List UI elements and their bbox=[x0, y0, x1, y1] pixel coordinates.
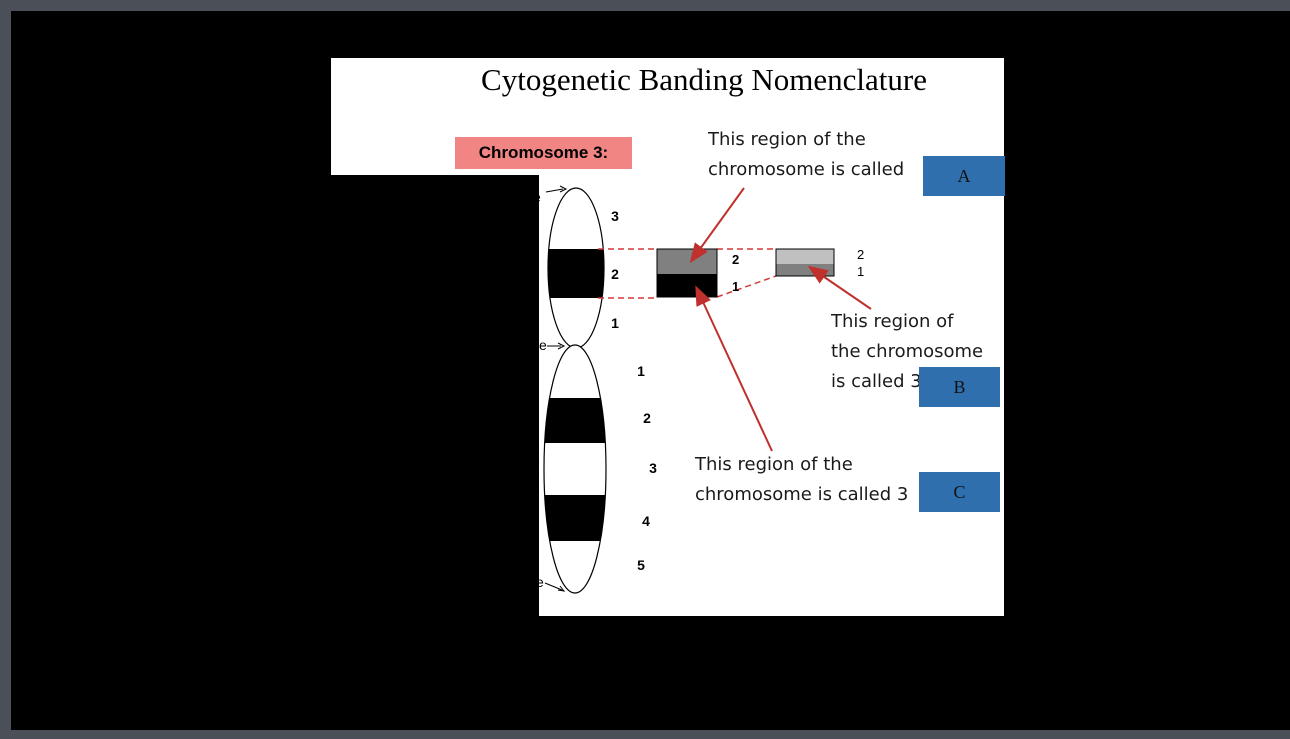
expansion-dashed-lines bbox=[598, 248, 777, 299]
q-band-number: 5 bbox=[637, 557, 645, 573]
p-band-number: 2 bbox=[611, 266, 619, 282]
question-b-text: This region of the chromosome is called … bbox=[831, 307, 983, 397]
question-b-line: This region of bbox=[831, 311, 954, 332]
sub-band-2 bbox=[657, 249, 717, 274]
sub-band-number: 1 bbox=[732, 279, 740, 294]
q-band-number: 2 bbox=[643, 410, 651, 426]
arrow-to-region-c bbox=[695, 285, 773, 452]
edge-mark-top: e bbox=[533, 189, 541, 205]
slide-title-area bbox=[331, 58, 1004, 175]
q-arm-band-2-dark bbox=[544, 398, 606, 443]
answer-box-a[interactable]: A bbox=[923, 156, 1005, 196]
question-c-line: This region of the bbox=[695, 454, 853, 475]
sub-band-1 bbox=[657, 274, 717, 297]
question-c-line: chromosome is called 3 bbox=[695, 484, 909, 505]
slide-title: Cytogenetic Banding Nomenclature bbox=[481, 62, 927, 97]
p-band-number: 1 bbox=[611, 315, 619, 331]
arrow-to-region-a bbox=[689, 187, 745, 264]
q-band-number: 4 bbox=[642, 513, 650, 529]
p-arm bbox=[547, 187, 605, 349]
sub-band-number: 2 bbox=[732, 252, 740, 267]
sub-sub-band-1 bbox=[776, 264, 834, 276]
question-a-text: This region of the chromosome is called bbox=[708, 125, 904, 185]
q-arm-band-4-dark bbox=[544, 495, 606, 541]
q-arm bbox=[543, 344, 607, 594]
question-a-line: chromosome is called bbox=[708, 159, 905, 180]
sub-sub-band-number: 1 bbox=[857, 264, 865, 279]
region-pointer-arrows bbox=[689, 187, 872, 452]
p-arm-band-2-dark bbox=[548, 249, 604, 298]
sub-sub-band-2 bbox=[776, 249, 834, 264]
answer-box-b[interactable]: B bbox=[919, 367, 1000, 407]
question-a-line: This region of the bbox=[708, 129, 866, 150]
edge-pointer-arrows bbox=[544, 185, 568, 592]
p-band-number: 3 bbox=[611, 208, 619, 224]
question-b-line: is called 3 bbox=[831, 371, 922, 392]
q-band-number: 3 bbox=[649, 460, 657, 476]
edge-mark-bottom: e bbox=[536, 574, 544, 590]
edge-mark-middle: e bbox=[539, 337, 547, 353]
chromosome-label: Chromosome 3: bbox=[455, 137, 632, 169]
sub-sub-band-block bbox=[775, 248, 835, 277]
answer-box-c[interactable]: C bbox=[919, 472, 1000, 512]
sub-sub-band-number: 2 bbox=[857, 247, 865, 262]
q-band-number: 1 bbox=[637, 363, 645, 379]
question-b-line: the chromosome bbox=[831, 341, 984, 362]
arrow-to-region-b bbox=[807, 265, 872, 310]
sub-band-block bbox=[656, 248, 718, 298]
question-c-text: This region of the chromosome is called … bbox=[695, 450, 908, 510]
